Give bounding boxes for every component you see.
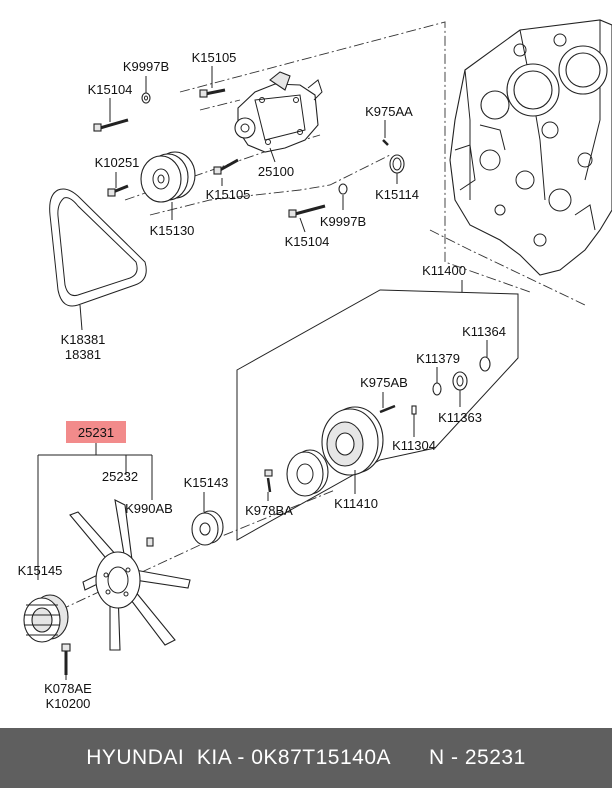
- bolt-k990ab: [146, 537, 154, 547]
- label-k11379: K11379: [416, 351, 460, 366]
- bolt-k078ae: [61, 643, 71, 675]
- footer-bar: HYUNDAI KIA - 0K87T15140A N - 25231: [0, 728, 612, 788]
- oring-k15114: [389, 154, 405, 174]
- key-k11304: [411, 405, 417, 415]
- label-k15145: K15145: [18, 563, 63, 578]
- ring-k11379: [432, 382, 442, 396]
- footer-spacer: [391, 746, 429, 770]
- label-k990ab: K990AB: [125, 501, 173, 516]
- label-k975ab: K975AB: [360, 375, 408, 390]
- bolt-k975aa: [382, 139, 389, 146]
- label-25232: 25232: [102, 469, 138, 484]
- label-k15104-mid: K15104: [285, 234, 330, 249]
- highlight-25231: [66, 421, 126, 443]
- label-k9997b-top: K9997B: [123, 59, 169, 74]
- label-25100: 25100: [258, 164, 294, 179]
- footer-brand-part-number: HYUNDAI KIA - 0K87T15140A: [86, 746, 392, 769]
- label-k078ae: K078AE: [44, 681, 92, 696]
- bolt-k10251: [107, 184, 129, 197]
- fan-clutch-k15145: [23, 594, 69, 643]
- pulley-k15130: [140, 151, 196, 203]
- water-pump: [234, 71, 323, 153]
- label-k11364: K11364: [462, 324, 506, 339]
- part-labels: K9997B K15105 K15104 K975AA K10251 25100…: [18, 50, 506, 711]
- engine-block: [449, 19, 612, 276]
- label-25231: 25231: [78, 425, 114, 440]
- group-box-k11400: [236, 289, 519, 541]
- leader-dashed-lower: [149, 154, 391, 216]
- leader-dashed-bolt: [199, 99, 241, 111]
- label-k10200: K10200: [46, 696, 91, 711]
- bracket-25231: [37, 443, 153, 580]
- label-k11400: K11400: [422, 263, 466, 278]
- label-k15143: K15143: [184, 475, 229, 490]
- label-k18381: K18381: [61, 332, 106, 347]
- bolt-k15105-top: [199, 88, 226, 98]
- leader-lines: [65, 66, 488, 680]
- label-k15104-top: K15104: [88, 82, 133, 97]
- footer-part-code: N - 25231: [429, 746, 526, 769]
- bolt-k15104-top: [93, 118, 129, 132]
- fan-blade-25232: [69, 499, 191, 651]
- bolt-k975ab: [379, 404, 396, 414]
- label-k15114: K15114: [375, 187, 419, 202]
- label-k15105-mid: K15105: [206, 187, 251, 202]
- washer-k9997b-mid: [338, 183, 348, 195]
- label-k11410: K11410: [334, 496, 378, 511]
- label-k10251: K10251: [95, 155, 140, 170]
- bolt-k15105-mid: [213, 158, 239, 175]
- label-k978ba: K978BA: [245, 503, 293, 518]
- label-18381: 18381: [65, 347, 101, 362]
- spacer-k15143: [191, 510, 224, 546]
- label-k15105-top: K15105: [192, 50, 237, 65]
- bolt-k978ba: [264, 469, 273, 493]
- leader-dashed-top: [179, 21, 531, 293]
- pulley-k11410: [321, 406, 384, 476]
- bolt-k15104-mid: [288, 204, 326, 218]
- damper-pulley: [286, 449, 329, 497]
- seal-k11363: [452, 371, 468, 391]
- label-k15130: K15130: [150, 223, 195, 238]
- parts-diagram: .ln { stroke: #222; stroke-width: 1; fil…: [18, 19, 612, 711]
- label-k9997b-mid: K9997B: [320, 214, 366, 229]
- ring-k11364: [479, 356, 491, 372]
- label-k11363: K11363: [438, 410, 482, 425]
- v-belt-k18381: [49, 188, 147, 307]
- leader-dashed-block: [429, 229, 586, 306]
- label-k11304: K11304: [392, 438, 436, 453]
- washer-k9997b-top: [141, 92, 151, 104]
- label-k975aa: K975AA: [365, 104, 413, 119]
